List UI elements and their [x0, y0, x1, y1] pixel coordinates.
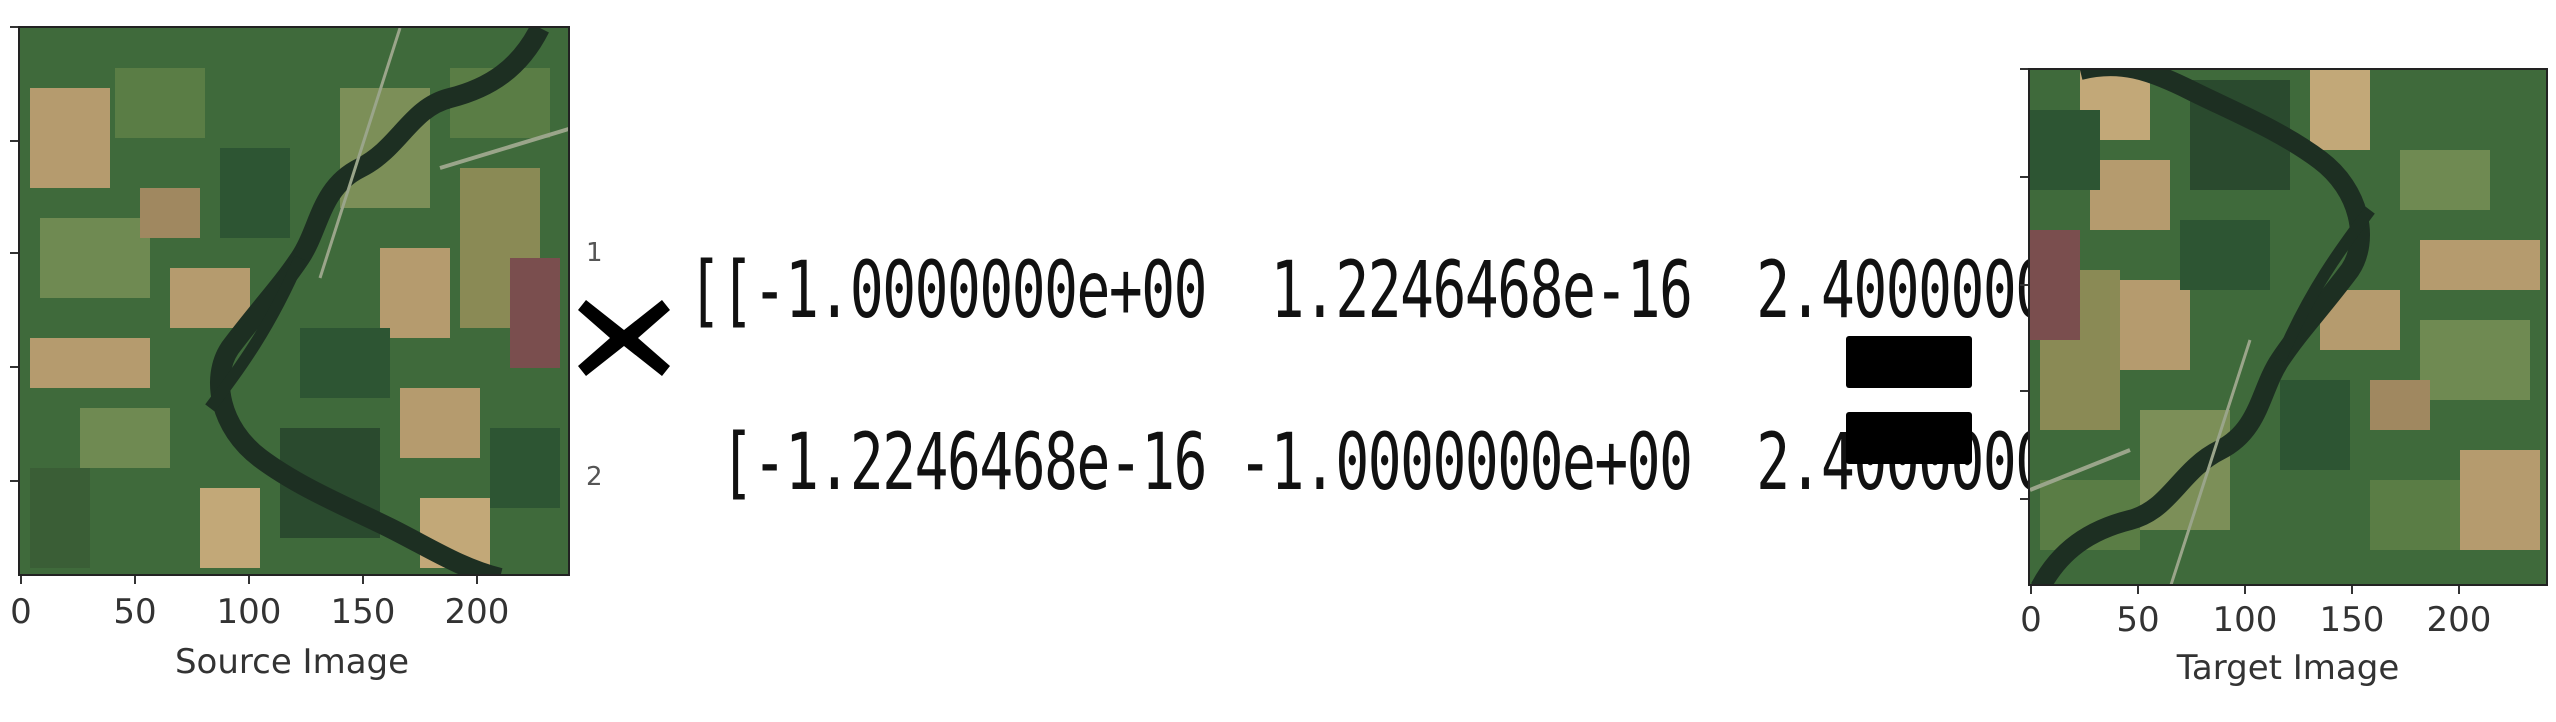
y-tick — [2020, 284, 2028, 286]
source-image — [18, 26, 570, 576]
x-tick — [362, 576, 364, 584]
x-tick — [2030, 586, 2032, 594]
target-image — [2028, 68, 2548, 586]
x-tick — [2137, 586, 2139, 594]
x-tick-label: 150 — [2319, 600, 2385, 640]
multiply-icon — [578, 300, 670, 376]
equals-bar-top — [1846, 336, 1972, 388]
y-tick — [10, 366, 18, 368]
x-tick-label: 0 — [2020, 600, 2042, 640]
y-tick — [10, 252, 18, 254]
x-tick-label: 100 — [216, 592, 282, 632]
y-tick — [2020, 176, 2028, 178]
x-tick-label: 50 — [113, 592, 157, 632]
source-image-panel: 0 50 100 150 200 Source Image — [0, 0, 600, 722]
target-image-panel: 0 50 100 150 200 Target Image — [2000, 0, 2556, 722]
equals-bar-bottom — [1846, 412, 1972, 464]
x-tick-label: 150 — [330, 592, 396, 632]
x-tick-label: 50 — [2116, 600, 2160, 640]
x-tick — [248, 576, 250, 584]
stray-mark: 2 — [586, 462, 603, 492]
y-tick — [2020, 498, 2028, 500]
matrix-row-1: [[-1.0000000e+00 1.2246468e-16 2.4000000… — [688, 246, 2211, 336]
x-tick-label: 100 — [2212, 600, 2278, 640]
x-tick-label: 200 — [2426, 600, 2492, 640]
source-satellite-image — [20, 28, 568, 574]
x-tick-label: 0 — [10, 592, 32, 632]
x-tick — [2244, 586, 2246, 594]
y-tick — [10, 140, 18, 142]
y-tick — [10, 26, 18, 28]
source-image-caption: Source Image — [174, 642, 410, 682]
y-tick — [2020, 68, 2028, 70]
x-tick — [476, 576, 478, 584]
x-tick-label: 200 — [444, 592, 510, 632]
matrix-row-2: [-1.2246468e-16 -1.0000000e+00 2.4000000… — [688, 418, 2243, 508]
x-tick — [134, 576, 136, 584]
x-tick — [20, 576, 22, 584]
x-tick — [2458, 586, 2460, 594]
y-tick — [10, 480, 18, 482]
target-image-caption: Target Image — [2176, 648, 2400, 688]
y-tick — [2020, 390, 2028, 392]
stray-mark: 1 — [586, 238, 603, 268]
target-satellite-image — [2030, 70, 2546, 584]
x-tick — [2351, 586, 2353, 594]
